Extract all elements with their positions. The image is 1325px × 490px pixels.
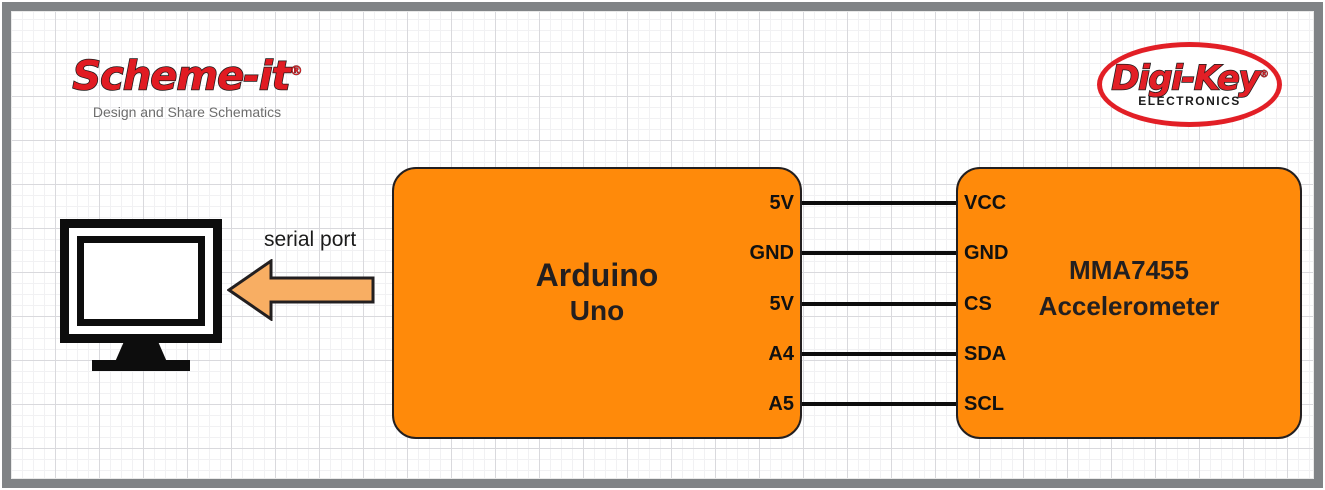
block-arduino-title: Arduino [535, 257, 659, 293]
pin-arduino-gnd: GND [749, 242, 794, 264]
digikey-inner-ring [1104, 48, 1275, 121]
digikey-subtitle: ELECTRONICS [1138, 94, 1241, 108]
serial-port-label: serial port [264, 228, 357, 251]
monitor-screen [84, 243, 198, 319]
serial-port-arrow-icon [227, 259, 375, 321]
digikey-registered-mark: ® [1259, 69, 1269, 81]
scheme-it-logo: Scheme-it® Design and Share Schematics [67, 50, 307, 121]
monitor-icon [60, 219, 222, 371]
block-accelerometer-title: MMA7455 [1069, 255, 1189, 285]
monitor-stand-neck [115, 343, 167, 362]
pin-accel-gnd: GND [964, 242, 1009, 264]
pin-arduino-a5: A5 [768, 393, 794, 415]
schematic-sheet: Scheme-it® Design and Share Schematics D… [11, 11, 1314, 479]
block-accelerometer[interactable]: MMA7455 Accelerometer VCC GND CS SDA SCL [956, 167, 1302, 439]
pin-accel-cs: CS [964, 293, 992, 315]
pin-arduino-5v-1: 5V [769, 192, 794, 214]
block-arduino[interactable]: Arduino Uno 5V GND 5V A4 A5 [392, 167, 802, 439]
pin-accel-scl: SCL [964, 393, 1004, 415]
digikey-logo: Digi-Key® ELECTRONICS [1097, 42, 1282, 127]
scheme-it-registered-mark: ® [289, 64, 303, 80]
digikey-wordmark: Digi-Key® [1111, 58, 1270, 99]
block-arduino-subtitle: Uno [569, 295, 625, 326]
pin-arduino-a4: A4 [768, 343, 794, 365]
wire-a4-sda [802, 352, 957, 356]
pin-accel-sda: SDA [964, 343, 1007, 365]
wire-a5-scl [802, 402, 957, 406]
monitor-stand-base [92, 360, 190, 371]
wire-5v-cs [802, 302, 957, 306]
scheme-it-tagline: Design and Share Schematics [92, 104, 282, 121]
block-accelerometer-subtitle: Accelerometer [1038, 291, 1220, 321]
wire-5v-vcc [802, 201, 957, 205]
wire-gnd-gnd [802, 251, 957, 255]
scheme-it-wordmark: Scheme-it® [72, 53, 303, 100]
pin-arduino-5v-2: 5V [769, 293, 794, 315]
pin-accel-vcc: VCC [964, 192, 1007, 214]
